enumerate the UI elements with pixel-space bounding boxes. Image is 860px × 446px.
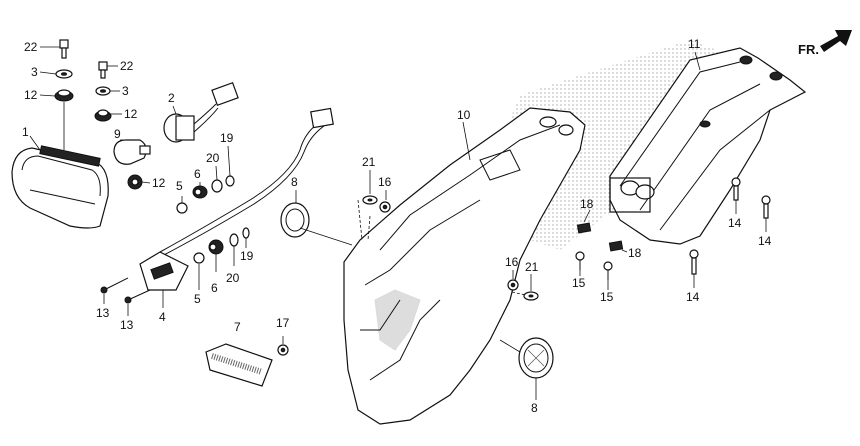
bulb-socket-2 bbox=[163, 81, 239, 143]
screw-13-right bbox=[124, 289, 151, 304]
callout-12-right: 12 bbox=[124, 107, 138, 121]
grommet-12-left bbox=[54, 89, 74, 102]
callout-18-lower: 18 bbox=[628, 246, 642, 260]
screw-15-right bbox=[603, 261, 613, 280]
grommet-12-right bbox=[94, 109, 112, 122]
callout-9: 9 bbox=[114, 127, 121, 141]
nut-19-upper bbox=[225, 175, 235, 187]
callout-3-left: 3 bbox=[31, 65, 38, 79]
callout-14-right: 14 bbox=[758, 234, 772, 248]
bolt-22-left bbox=[59, 39, 69, 59]
bolt-22-right bbox=[98, 61, 108, 79]
callout-19-lower: 19 bbox=[240, 249, 254, 263]
reflector-7 bbox=[205, 343, 273, 387]
callout-labels: 22 3 12 1 22 3 12 9 12 2 5 6 20 19 5 6 2… bbox=[22, 37, 772, 415]
clip-18-lower bbox=[608, 240, 624, 252]
nut-16-upper bbox=[379, 201, 391, 213]
callout-15-left: 15 bbox=[572, 276, 586, 290]
callout-21-upper: 21 bbox=[362, 155, 376, 169]
callout-15-right: 15 bbox=[600, 290, 614, 304]
washer-21-lower bbox=[523, 291, 539, 301]
callout-16-lower: 16 bbox=[505, 255, 519, 269]
callout-14-left: 14 bbox=[728, 216, 742, 230]
callout-20-lower: 20 bbox=[226, 271, 240, 285]
license-light-4 bbox=[139, 251, 189, 291]
nut-19-lower bbox=[242, 227, 250, 239]
callout-2: 2 bbox=[168, 91, 175, 105]
inner-fender-11 bbox=[609, 47, 807, 245]
callout-20-upper: 20 bbox=[206, 151, 220, 165]
clip-18-upper bbox=[576, 222, 592, 234]
bolt-14-left bbox=[731, 177, 741, 201]
callout-5-lower: 5 bbox=[194, 292, 201, 306]
spacer-6-lower bbox=[208, 239, 224, 255]
callout-8-lower: 8 bbox=[531, 401, 538, 415]
washer-20-lower bbox=[229, 233, 239, 247]
callout-14-lower: 14 bbox=[686, 290, 700, 304]
taillight-assembly bbox=[11, 145, 109, 229]
collar-5-lower bbox=[193, 252, 205, 264]
washer-20-upper bbox=[211, 179, 223, 193]
front-direction-arrow: FR. bbox=[798, 30, 852, 57]
callout-21-lower: 21 bbox=[525, 260, 539, 274]
callout-13-right: 13 bbox=[120, 318, 134, 332]
washer-21-upper bbox=[362, 195, 378, 205]
callout-17: 17 bbox=[276, 316, 290, 330]
callout-12-left: 12 bbox=[24, 88, 38, 102]
collar-5-upper bbox=[176, 202, 188, 214]
callout-1: 1 bbox=[22, 125, 29, 139]
callout-13-left: 13 bbox=[96, 306, 110, 320]
callout-3-right: 3 bbox=[122, 84, 129, 98]
callout-4: 4 bbox=[159, 310, 166, 324]
plug-8-lower bbox=[499, 337, 554, 379]
leader-lines bbox=[29, 46, 767, 400]
callout-6-upper: 6 bbox=[194, 167, 201, 181]
screw-13-left bbox=[100, 277, 129, 294]
screw-15-left bbox=[575, 251, 585, 270]
grommet-12-bulb bbox=[127, 174, 143, 190]
bolt-14-right bbox=[761, 195, 771, 219]
callout-22-right: 22 bbox=[120, 59, 134, 73]
callout-16-upper: 16 bbox=[378, 175, 392, 189]
callout-8-upper: 8 bbox=[291, 175, 298, 189]
bulb-9 bbox=[113, 139, 151, 165]
callout-5-upper: 5 bbox=[176, 179, 183, 193]
callout-6-lower: 6 bbox=[211, 281, 218, 295]
nut-17 bbox=[277, 344, 289, 356]
callout-18-upper: 18 bbox=[580, 197, 594, 211]
callout-11: 11 bbox=[688, 37, 701, 51]
washer-3-right bbox=[95, 86, 111, 96]
rear-fender-10 bbox=[343, 107, 586, 425]
callout-19-upper: 19 bbox=[220, 131, 234, 145]
plug-8-upper bbox=[280, 202, 353, 246]
callout-12-bulb: 12 bbox=[152, 176, 166, 190]
spacer-6-upper bbox=[192, 185, 208, 199]
license-light-harness bbox=[159, 107, 334, 257]
callout-10: 10 bbox=[457, 108, 471, 122]
bolt-14-lower bbox=[689, 249, 699, 275]
callout-22-left: 22 bbox=[24, 40, 38, 54]
washer-3-left bbox=[55, 69, 73, 79]
callout-7: 7 bbox=[234, 320, 241, 334]
nut-16-lower bbox=[507, 279, 519, 291]
front-direction-label: FR. bbox=[798, 42, 819, 57]
